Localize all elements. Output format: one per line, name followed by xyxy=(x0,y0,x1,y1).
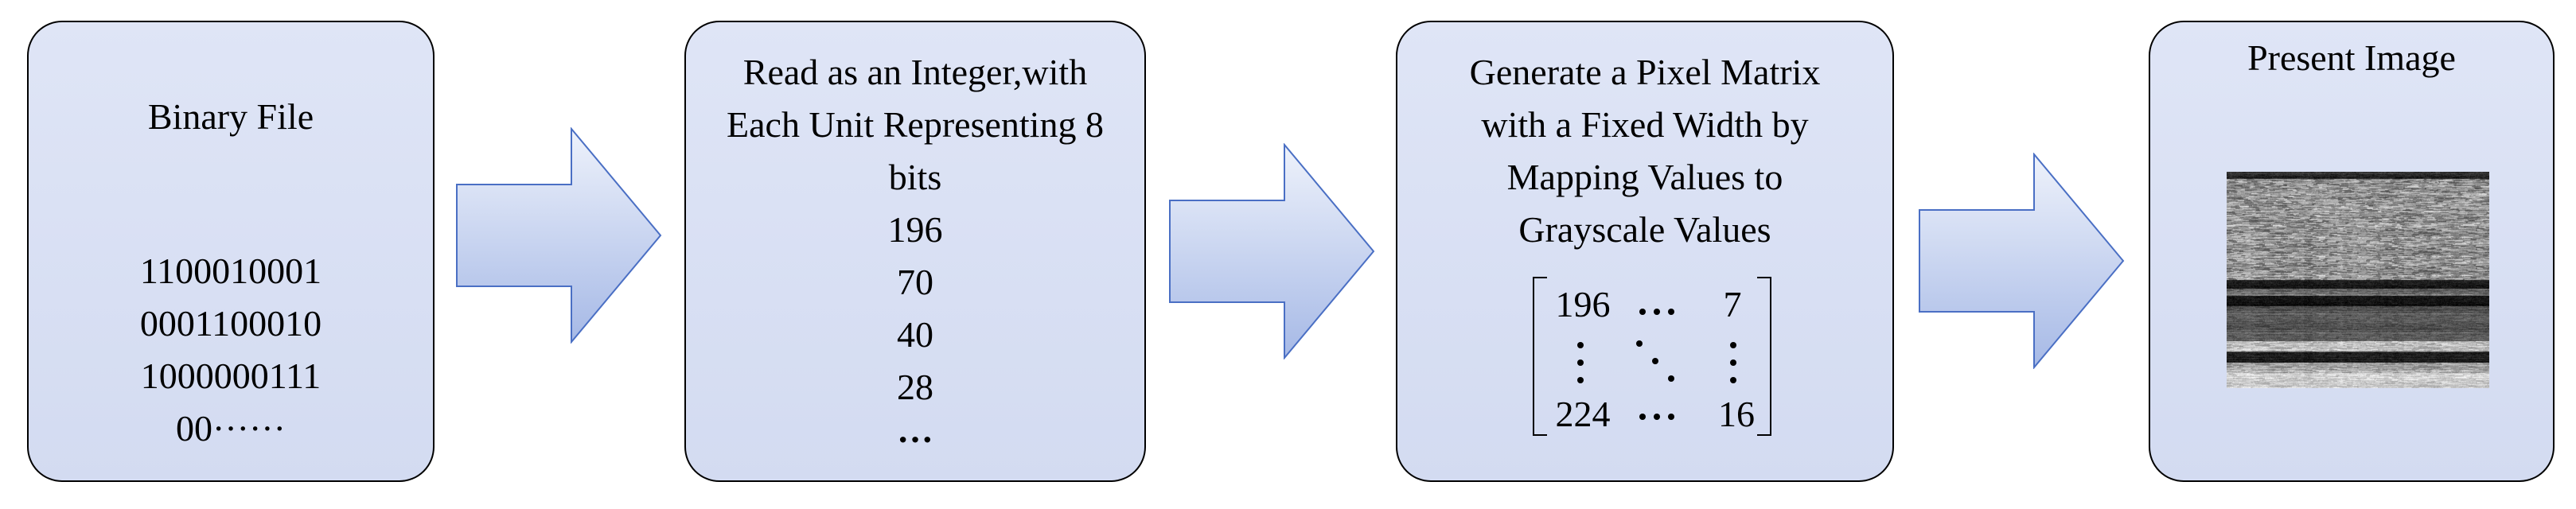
matrix-right-bracket xyxy=(1757,277,1771,436)
step-title: Present Image xyxy=(2247,37,2456,78)
integer-value: 70 xyxy=(897,262,933,302)
right-arrow-icon xyxy=(1919,153,2125,369)
step-title-line: Generate a Pixel Matrix xyxy=(1469,52,1821,92)
step-title-line: Each Unit Representing 8 xyxy=(727,104,1104,145)
matrix-dot xyxy=(1577,377,1584,383)
matrix-dot xyxy=(1730,342,1736,348)
matrix-top-left: 196 xyxy=(1555,284,1611,324)
step-title-line: with a Fixed Width by xyxy=(1481,104,1809,145)
pixel-matrix: 196 7 224 16 xyxy=(1533,277,1771,436)
step-read-integer: Read as an Integer,with Each Unit Repres… xyxy=(684,21,1146,482)
step-present-image: Present Image xyxy=(2149,21,2555,482)
step-title-line: Mapping Values to xyxy=(1506,157,1783,197)
integer-value: 196 xyxy=(887,209,943,250)
step-title-line: Grayscale Values xyxy=(1518,209,1771,250)
binary-line: 0001100010 xyxy=(139,303,322,344)
integer-value: 28 xyxy=(897,367,933,407)
matrix-dot xyxy=(1654,414,1660,420)
step-binary-file: Binary File 1100010001 0001100010 100000… xyxy=(27,21,435,482)
step-pixel-matrix: Generate a Pixel Matrix with a Fixed Wid… xyxy=(1396,21,1894,482)
binary-line: 1100010001 xyxy=(139,251,322,291)
matrix-dot xyxy=(1668,375,1674,382)
matrix-dot xyxy=(1730,377,1736,383)
matrix-dot xyxy=(1577,359,1584,366)
matrix-dot xyxy=(1639,309,1646,315)
integer-value: 40 xyxy=(897,314,933,355)
binary-line: 00······ xyxy=(176,408,286,449)
matrix-dot xyxy=(1577,342,1584,348)
step-title: Binary File xyxy=(147,96,314,137)
matrix-bottom-right: 16 xyxy=(1718,394,1755,434)
ellipsis: ··· xyxy=(896,419,934,460)
matrix-dot xyxy=(1652,358,1658,364)
matrix-dot xyxy=(1730,359,1736,366)
matrix-dot xyxy=(1636,340,1643,347)
matrix-dot xyxy=(1639,414,1646,420)
matrix-left-bracket xyxy=(1533,277,1547,436)
binary-line: 1000000111 xyxy=(140,356,322,396)
matrix-dot xyxy=(1654,309,1660,315)
right-arrow-icon xyxy=(1169,143,1375,359)
matrix-dot xyxy=(1668,414,1674,420)
matrix-top-right: 7 xyxy=(1723,284,1742,324)
matrix-bottom-left: 224 xyxy=(1555,394,1611,434)
step-title-line: Read as an Integer,with xyxy=(742,52,1088,92)
right-arrow-icon xyxy=(456,127,662,344)
step-title-line: bits xyxy=(888,157,942,197)
matrix-dot xyxy=(1668,309,1674,315)
grayscale-image xyxy=(2227,172,2489,388)
